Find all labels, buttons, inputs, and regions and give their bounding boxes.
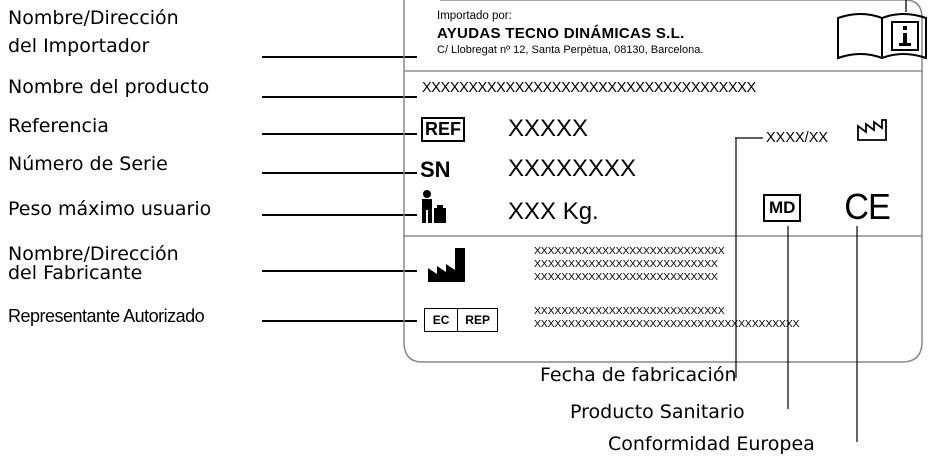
manufacture-date-icon xyxy=(857,119,887,141)
leader-importer xyxy=(262,56,417,58)
ref-symbol: REF xyxy=(421,117,465,142)
leader-reference xyxy=(262,133,417,135)
manufacturer-factory-icon xyxy=(428,248,465,282)
instructions-book-icon xyxy=(837,0,927,60)
label-reference: Referencia xyxy=(8,115,109,137)
label-product-name: Nombre del producto xyxy=(8,76,210,98)
weight-value: XXX Kg. xyxy=(508,198,599,225)
importer-address: C/ Llobregat nº 12, Santa Perpètua, 0813… xyxy=(437,44,704,56)
label-european-conformity: Conformidad Europea xyxy=(608,433,815,455)
ec-rep-right: REP xyxy=(465,313,490,327)
label-medical-device: Producto Sanitario xyxy=(570,401,745,423)
label-card-outline xyxy=(403,0,923,363)
label-max-weight: Peso máximo usuario xyxy=(8,198,212,220)
representative-line-2: XXXXXXXXXXXXXXXXXXXXXXXXXXXXXXXXXXXXXXX xyxy=(534,318,800,330)
label-authorized-representative: Representante Autorizado xyxy=(8,306,205,326)
leader-manufacturer xyxy=(262,270,417,272)
importer-name: AYUDAS TECNO DINÁMICAS S.L. xyxy=(437,25,685,42)
product-name-value: XXXXXXXXXXXXXXXXXXXXXXXXXXXXXXXXXXXX xyxy=(422,80,756,96)
md-symbol: MD xyxy=(763,194,802,222)
ref-value: XXXXX xyxy=(508,115,589,142)
label-serial-number: Número de Serie xyxy=(8,153,168,175)
ec-rep-symbol: EC REP xyxy=(424,308,498,332)
manufacturer-line-1: XXXXXXXXXXXXXXXXXXXXXXXXXXXX xyxy=(534,245,725,257)
leader-authorized-rep xyxy=(262,320,417,322)
label-importer-line1: Nombre/Dirección xyxy=(8,7,179,29)
importer-caption: Importado por: xyxy=(437,10,512,22)
label-importer-line2: del Importador xyxy=(8,35,150,57)
label-manufacturer-line1: Nombre/Dirección xyxy=(8,243,179,265)
ec-rep-left: EC xyxy=(425,309,459,331)
leader-weight xyxy=(262,214,417,216)
ce-mark: CE xyxy=(844,186,891,227)
label-manufacturer-line2: del Fabricante xyxy=(8,262,143,284)
sn-symbol: SN xyxy=(420,157,451,182)
leader-serial xyxy=(262,172,417,174)
sn-value: XXXXXXXX xyxy=(508,155,637,182)
leader-product-name xyxy=(262,96,417,98)
label-manufacture-date: Fecha de fabricación xyxy=(540,364,737,386)
manufacturer-line-2: XXXXXXXXXXXXXXXXXXXXXXXXXXX xyxy=(534,258,718,270)
manufacturer-line-3: XXXXXXXXXXXXXXXXXXXXXXXXXXX xyxy=(534,271,718,283)
max-weight-icon xyxy=(422,190,446,223)
manufacture-date-value: XXXX/XX xyxy=(766,130,829,146)
representative-line-1: XXXXXXXXXXXXXXXXXXXXXXXXXXXX xyxy=(534,305,725,317)
